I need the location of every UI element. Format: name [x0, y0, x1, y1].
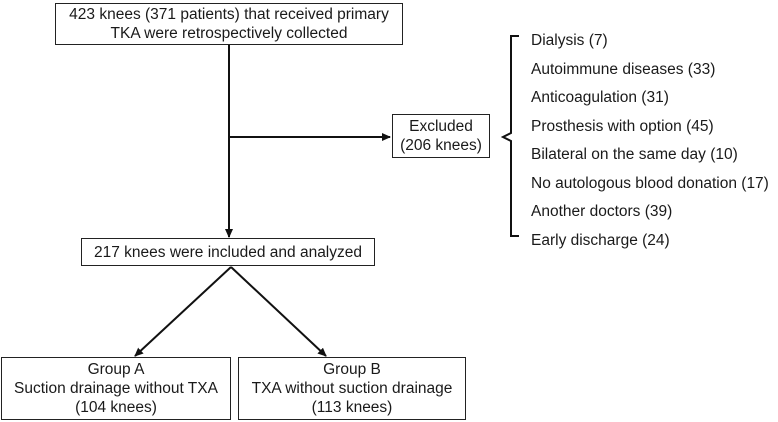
exclusion-bracket	[500, 35, 519, 237]
exclusion-reasons-list: Dialysis (7) Autoimmune diseases (33) An…	[531, 31, 769, 259]
group-a-arrow	[134, 266, 232, 357]
exclusion-reason: Another doctors (39)	[531, 203, 673, 220]
exclusion-reason: No autologous blood donation (17)	[531, 174, 769, 192]
group-b-line3: (113 knees)	[311, 399, 393, 416]
exclusion-reason: Anticoagulation (31)	[531, 89, 669, 106]
group-b-arrow	[230, 266, 327, 357]
excluded-box: Excluded (206 knees)	[392, 114, 490, 158]
exclusion-reason: Early discharge (24)	[531, 231, 670, 249]
start-box-line1: 423 knees (371 patients) that received p…	[69, 6, 389, 23]
exclusion-reason: Autoimmune diseases (33)	[531, 60, 716, 78]
included-box-line1: 217 knees were included and analyzed	[94, 243, 362, 261]
group-b-line1: Group B	[323, 361, 381, 378]
group-b-line2: TXA without suction drainage	[251, 380, 453, 397]
group-a-line3: (104 knees)	[75, 399, 157, 416]
group-b-box: Group B TXA without suction drainage (11…	[238, 357, 466, 420]
exclusion-reason: Prosthesis with option (45)	[531, 117, 714, 135]
group-a-line1: Group A	[87, 361, 145, 378]
exclusion-reason: Dialysis (7)	[531, 32, 608, 49]
start-box-line2: TKA were retrospectively collected	[110, 25, 348, 42]
included-box: 217 knees were included and analyzed	[81, 238, 375, 266]
start-box: 423 knees (371 patients) that received p…	[55, 3, 403, 45]
group-a-line2: Suction drainage without TXA	[14, 380, 218, 397]
exclusion-reason: Bilateral on the same day (10)	[531, 146, 738, 163]
group-a-box: Group A Suction drainage without TXA (10…	[1, 357, 231, 420]
excluded-box-line2: (206 knees)	[400, 137, 482, 154]
excluded-box-line1: Excluded	[409, 118, 473, 135]
